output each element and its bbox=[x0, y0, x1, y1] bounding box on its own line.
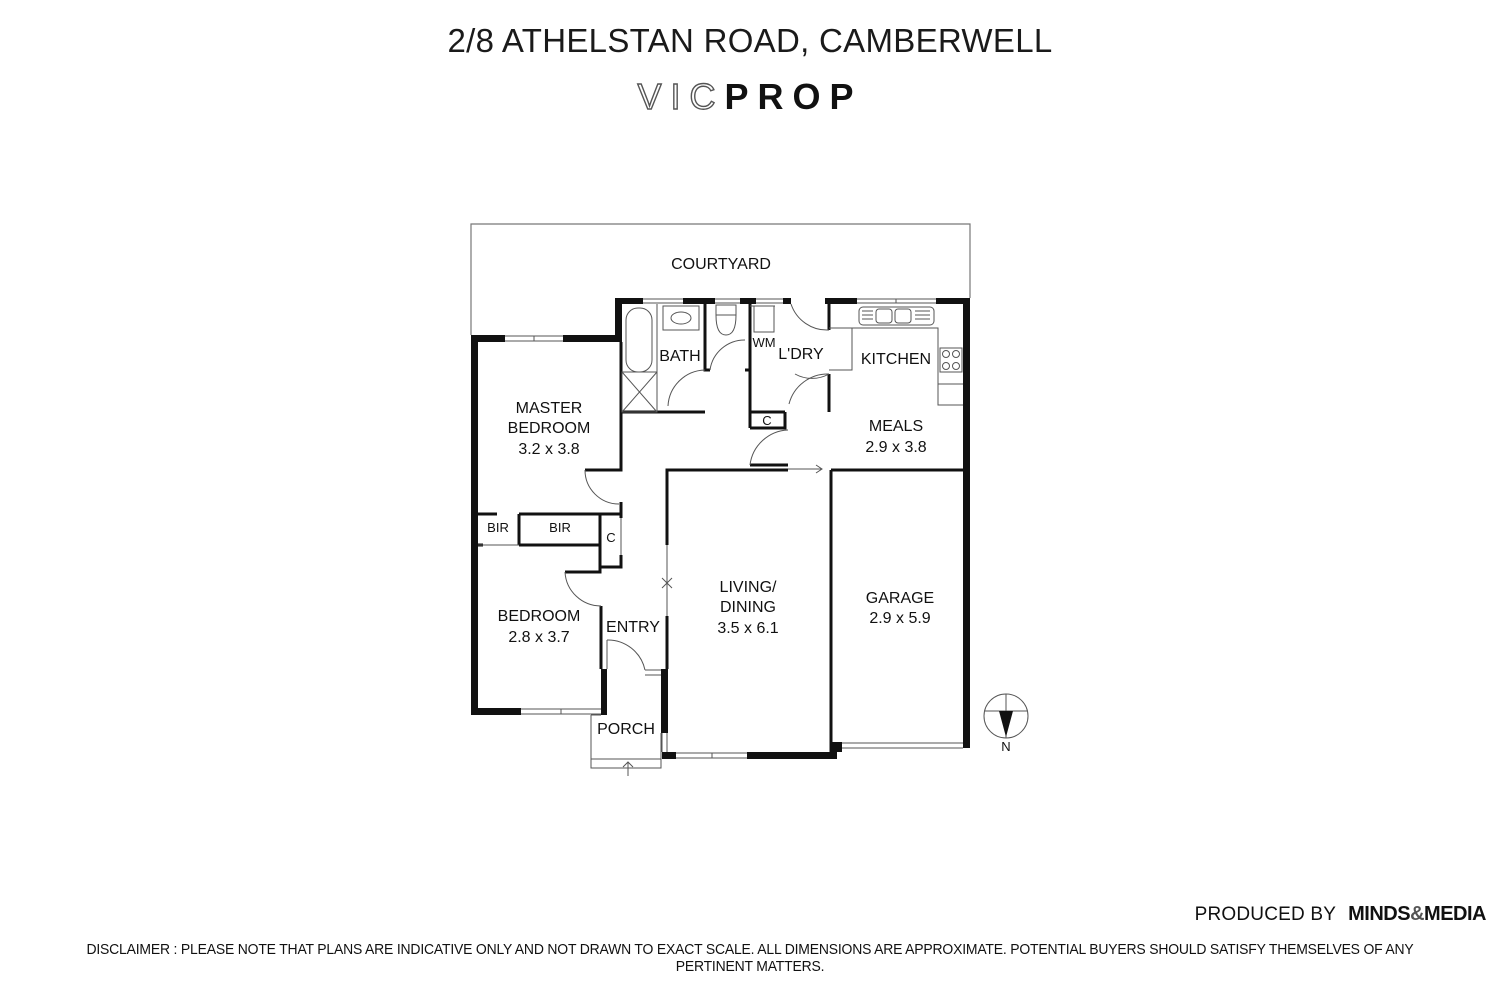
interior-walls bbox=[478, 304, 963, 752]
label-entry: ENTRY bbox=[606, 619, 660, 636]
logo-light-part: VIC bbox=[637, 75, 725, 117]
label-garage: GARAGE bbox=[866, 590, 934, 607]
label-garage-size: 2.9 x 5.9 bbox=[869, 610, 930, 627]
label-kitchen: KITCHEN bbox=[861, 351, 931, 368]
label-living-1: LIVING/ bbox=[720, 579, 777, 596]
label-porch: PORCH bbox=[597, 721, 655, 738]
label-bir-2: BIR bbox=[549, 520, 571, 535]
label-cupboard-laundry: C bbox=[762, 413, 771, 428]
producer-logo: MINDS&MEDIA bbox=[1348, 903, 1486, 926]
producer-logo-part2: MEDIA bbox=[1424, 903, 1486, 925]
label-meals: MEALS bbox=[869, 418, 923, 435]
label-bedroom-size: 2.8 x 3.7 bbox=[508, 629, 569, 646]
label-master-bedroom-size: 3.2 x 3.8 bbox=[518, 441, 579, 458]
label-meals-size: 2.9 x 3.8 bbox=[865, 439, 926, 456]
exterior-walls bbox=[471, 298, 970, 759]
label-courtyard: COURTYARD bbox=[671, 256, 771, 273]
producer-logo-part1: MINDS bbox=[1348, 903, 1411, 925]
label-laundry: L'DRY bbox=[778, 346, 824, 363]
fixtures bbox=[478, 303, 963, 776]
windows bbox=[505, 298, 963, 759]
label-master-bedroom-1: MASTER bbox=[516, 400, 583, 417]
agency-logo: VICPROP bbox=[0, 75, 1500, 118]
property-address: 2/8 ATHELSTAN ROAD, CAMBERWELL bbox=[447, 22, 1053, 59]
label-bir-1: BIR bbox=[487, 520, 509, 535]
logo-bold-part: PROP bbox=[724, 76, 863, 117]
produced-by-label: PRODUCED BY bbox=[1194, 903, 1337, 925]
compass-north-label: N bbox=[1001, 739, 1010, 754]
label-cupboard-hall: C bbox=[606, 530, 615, 545]
disclaimer-text: DISCLAIMER : PLEASE NOTE THAT PLANS ARE … bbox=[86, 941, 1414, 975]
producer-credit: PRODUCED BY MINDS&MEDIA bbox=[1194, 903, 1487, 926]
courtyard-outline bbox=[470, 223, 971, 335]
label-bath: BATH bbox=[659, 348, 700, 365]
producer-logo-amp: & bbox=[1410, 903, 1425, 925]
label-living-size: 3.5 x 6.1 bbox=[717, 620, 778, 637]
north-arrow-icon bbox=[983, 693, 1029, 739]
label-wm: WM bbox=[752, 335, 775, 350]
label-living-2: DINING bbox=[720, 599, 776, 616]
label-bedroom: BEDROOM bbox=[498, 608, 581, 625]
label-master-bedroom-2: BEDROOM bbox=[508, 420, 591, 437]
